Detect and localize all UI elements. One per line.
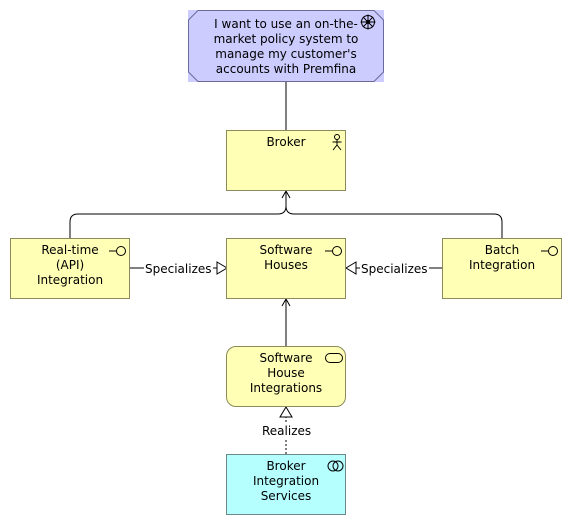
goal-label: I want to use an on-the- market policy s… [213,17,359,76]
interface-icon [541,246,558,256]
software-house-integrations-label: Software House Integrations [249,351,323,395]
specializes-label-right: Specializes [360,262,429,276]
edge-realtime-broker [69,191,287,238]
goal-node[interactable]: I want to use an on-the- market policy s… [188,10,384,82]
interface-icon [109,246,126,256]
software-houses-node[interactable]: Software Houses [226,238,346,299]
broker-label: Broker [266,135,306,149]
realization-arrowhead [279,406,293,418]
interface-icon [325,246,342,256]
software-house-integrations-node[interactable]: Software House Integrations [226,346,346,407]
broker-node[interactable]: Broker [226,130,346,191]
batch-integration-label: Batch Integration [468,243,536,272]
arrowhead-software-houses [281,297,291,307]
batch-integration-node[interactable]: Batch Integration [442,238,562,299]
specialization-arrowhead-left [216,261,228,275]
collaboration-icon [327,460,344,472]
specialization-arrowhead-right [345,261,357,275]
specializes-label-left: Specializes [144,262,213,276]
goal-shape [188,10,384,82]
realtime-integration-node[interactable]: Real-time (API) Integration [10,238,130,299]
broker-integration-services-label: Broker Integration Services [252,459,320,503]
realtime-integration-label: Real-time (API) Integration [36,243,104,287]
edge-batch-broker [285,205,503,238]
actor-icon [332,134,342,151]
broker-integration-services-node[interactable]: Broker Integration Services [226,454,346,515]
goal-icon [360,14,376,30]
software-houses-label: Software Houses [259,243,313,272]
arrowhead-broker [281,189,291,199]
realizes-label: Realizes [261,424,313,438]
service-icon [325,353,343,363]
